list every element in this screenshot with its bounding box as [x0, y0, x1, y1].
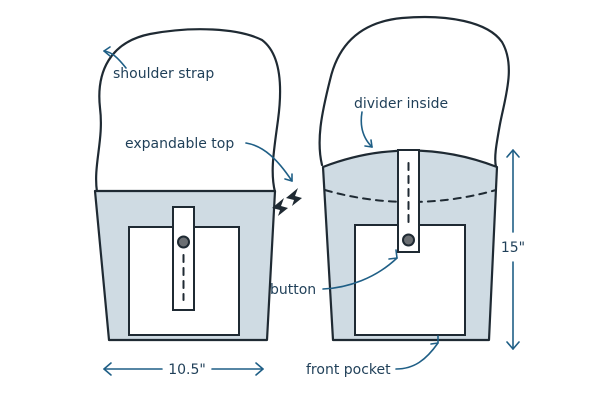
right-bag-strap-outline	[318, 15, 510, 169]
right-bag-button	[402, 233, 415, 247]
height-dimension-label: 15"	[501, 240, 525, 256]
shoulder-strap-label: shoulder strap	[113, 66, 214, 82]
width-dimension-label: 10.5"	[168, 362, 206, 378]
double-chevron-right-icon	[272, 188, 302, 216]
front-pocket-pointer	[395, 335, 439, 370]
height-dimension: 15"	[501, 149, 525, 350]
width-dimension: 10.5"	[103, 362, 264, 378]
right-bag-fold-line	[324, 189, 497, 203]
divider-inside-label: divider inside	[354, 96, 448, 112]
right-bag-front-pocket	[354, 224, 466, 336]
left-bag-button	[177, 235, 190, 249]
right-bag	[318, 15, 510, 342]
button-pointer	[322, 249, 398, 290]
expandable-top-pointer	[245, 142, 293, 182]
left-bag	[93, 28, 282, 342]
shoulder-strap-pointer	[103, 46, 127, 69]
expandable-top-label: expandable top	[125, 136, 234, 152]
left-bag-strap-outline	[95, 28, 282, 194]
divider-inside-pointer	[360, 111, 373, 148]
button-label: button	[270, 282, 316, 298]
front-pocket-label: front pocket	[306, 362, 391, 378]
